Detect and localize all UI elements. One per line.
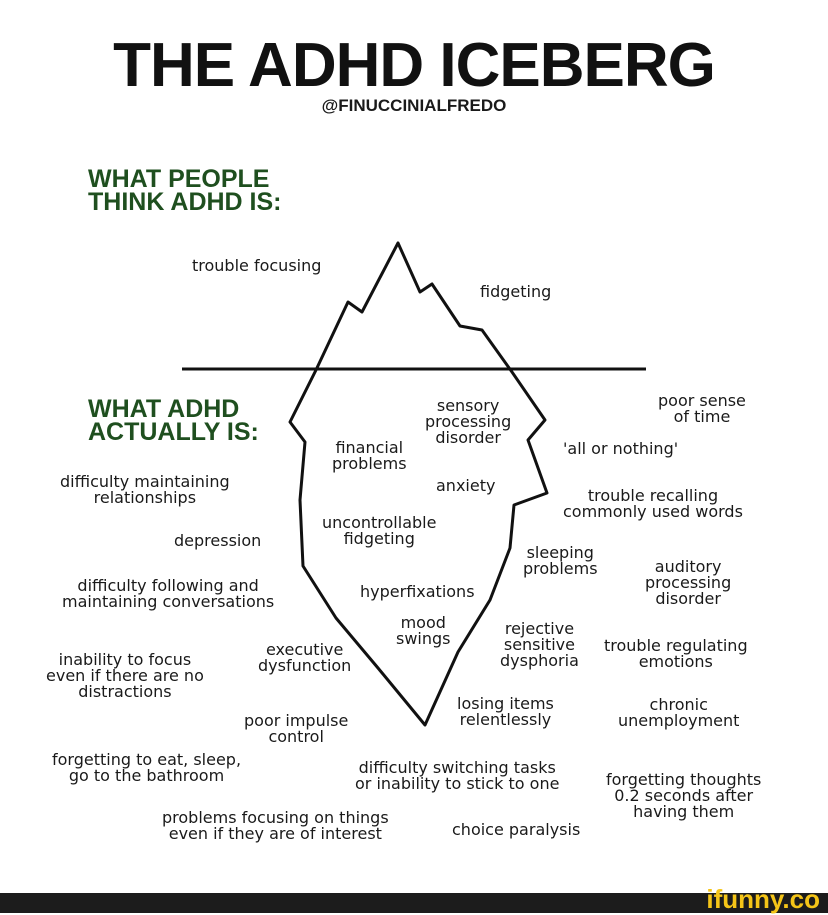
above-heading: WHAT PEOPLE THINK ADHD IS: [88,165,282,216]
below-heading: WHAT ADHD ACTUALLY IS: [88,395,259,446]
watermark-bar: ifunny.co [0,884,828,914]
below-label: chronic unemployment [618,695,740,730]
above-label: fidgeting [480,282,552,301]
below-label: difficulty following and maintaining con… [62,576,275,611]
below-label: sleeping problems [523,543,598,578]
below-label: trouble regulating emotions [604,636,748,671]
below-label: depression [174,531,262,550]
below-label: inability to focus even if there are no … [46,650,204,701]
below-label: sensory processing disorder [425,396,512,447]
author-handle: @FINUCCINIALFREDO [321,96,507,115]
below-label: poor impulse control [244,711,349,746]
iceberg-outline [288,241,549,727]
below-label: hyperfixations [360,582,475,601]
below-label: forgetting thoughts 0.2 seconds after ha… [606,770,762,821]
ifunny-logo: ifunny.co [706,884,820,914]
below-label: 'all or nothing' [563,439,679,458]
title: THE ADHD ICEBERG [113,31,716,100]
below-label: anxiety [436,476,496,495]
below-label: problems focusing on things even if they… [162,808,389,843]
below-label: trouble recalling commonly used words [563,486,743,521]
below-label: forgetting to eat, sleep, go to the bath… [52,750,242,785]
below-label: mood swings [396,613,451,648]
below-label: rejective sensitive dysphoria [500,619,579,670]
below-label: uncontrollable fidgeting [322,513,437,548]
above-label: trouble focusing [192,256,322,275]
below-label: choice paralysis [452,820,581,839]
below-label: auditory processing disorder [645,557,732,608]
below-label: executive dysfunction [258,640,352,675]
below-label: losing items relentlessly [457,694,554,729]
below-label: difficulty maintaining relationships [60,472,230,507]
below-label: poor sense of time [658,391,746,426]
below-label: financial problems [332,438,407,473]
below-label: difficulty switching tasks or inability … [355,758,560,793]
